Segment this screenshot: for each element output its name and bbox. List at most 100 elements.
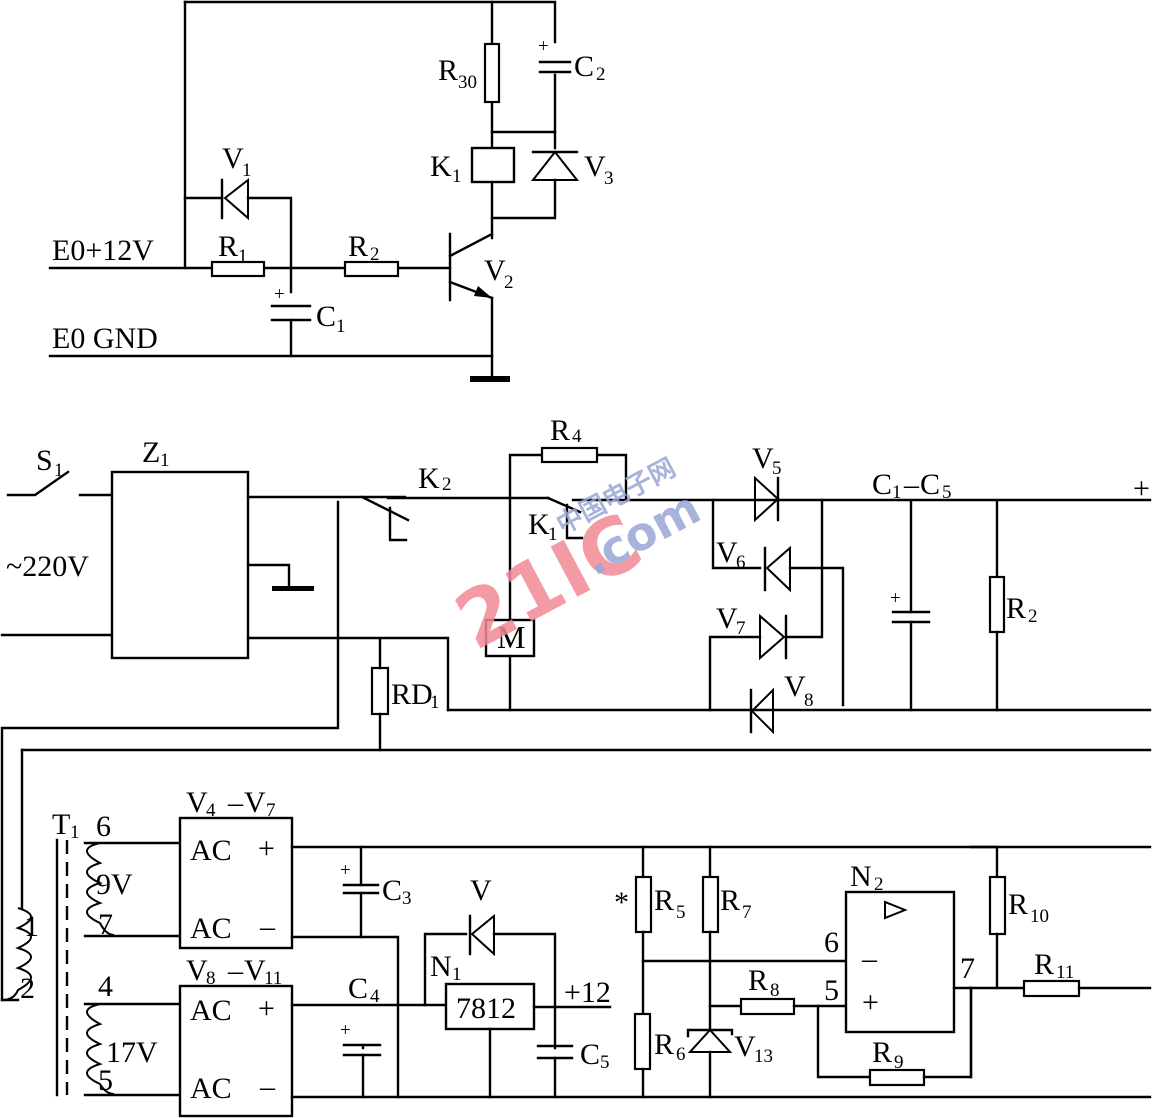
svg-text:1: 1 bbox=[242, 160, 252, 181]
resistor-r30 bbox=[483, 42, 501, 104]
svg-text:7: 7 bbox=[742, 902, 752, 923]
capacitor-c4: + bbox=[340, 1020, 382, 1099]
svg-text:V: V bbox=[186, 786, 208, 819]
label-v1: V1 bbox=[222, 142, 252, 181]
svg-text:T: T bbox=[52, 808, 70, 841]
zener-v13 bbox=[686, 1028, 734, 1053]
svg-text:+: + bbox=[890, 588, 901, 609]
label-v7: V7 bbox=[716, 602, 746, 639]
diode-v5 bbox=[754, 475, 780, 523]
label-pin-4: 4 bbox=[98, 970, 113, 1003]
svg-text:1: 1 bbox=[892, 482, 902, 503]
resistor-r2 bbox=[343, 260, 400, 278]
label-ground: E0 GND bbox=[52, 322, 158, 355]
svg-text:8: 8 bbox=[770, 980, 780, 1001]
svg-text:V: V bbox=[244, 954, 266, 987]
svg-text:4: 4 bbox=[370, 986, 380, 1007]
ground-symbol bbox=[470, 376, 510, 382]
label-v: V bbox=[470, 874, 492, 907]
svg-text:3: 3 bbox=[402, 888, 412, 909]
svg-text:8: 8 bbox=[804, 690, 814, 711]
wire bbox=[711, 498, 762, 570]
wire bbox=[595, 453, 628, 502]
svg-text:C: C bbox=[574, 50, 594, 83]
opamp-noninv-sign: + bbox=[862, 986, 879, 1019]
resistor-r10 bbox=[988, 875, 1007, 936]
label-v6: V6 bbox=[716, 536, 746, 573]
bridge2-ac-bottom: AC bbox=[190, 1072, 232, 1105]
svg-text:4: 4 bbox=[206, 800, 216, 821]
svg-text:1: 1 bbox=[452, 964, 462, 985]
label-r5-mark: * bbox=[614, 886, 629, 919]
label-v13: V13 bbox=[734, 1030, 773, 1067]
wire bbox=[788, 566, 845, 707]
diode-v8 bbox=[749, 687, 774, 735]
svg-text:R: R bbox=[1008, 888, 1028, 921]
svg-text:+: + bbox=[340, 1020, 351, 1041]
svg-text:2: 2 bbox=[596, 64, 606, 85]
capacitor-c1: + bbox=[270, 284, 312, 322]
svg-text:C: C bbox=[920, 468, 940, 501]
fuse-rd1 bbox=[370, 666, 390, 716]
label-output-plus: + bbox=[1133, 472, 1150, 505]
label-v8: V8 bbox=[784, 670, 814, 711]
diode-v1 bbox=[220, 177, 249, 221]
wire bbox=[490, 178, 557, 220]
wire bbox=[708, 635, 762, 712]
svg-text:1: 1 bbox=[336, 316, 346, 337]
svg-text:V: V bbox=[716, 536, 738, 569]
svg-text:1: 1 bbox=[54, 460, 64, 481]
wire bbox=[816, 1004, 872, 1079]
resistor-r7 bbox=[701, 875, 720, 934]
svg-text:1: 1 bbox=[548, 524, 558, 545]
label-mains-input: ~220V bbox=[6, 550, 89, 583]
diode-v bbox=[468, 913, 495, 957]
svg-text:–: – bbox=[227, 786, 244, 819]
svg-text:3: 3 bbox=[604, 168, 614, 189]
capacitor-bank: + bbox=[890, 500, 931, 712]
svg-text:8: 8 bbox=[206, 968, 216, 989]
bridge2-plus: + bbox=[258, 992, 275, 1025]
label-capacitor-bank: C 1 – C 5 bbox=[872, 468, 952, 503]
label-v5: V5 bbox=[752, 442, 782, 479]
svg-text:V: V bbox=[222, 142, 244, 175]
wire bbox=[246, 636, 450, 712]
bridge1-plus: + bbox=[258, 832, 275, 865]
wire bbox=[246, 196, 293, 294]
svg-text:K: K bbox=[430, 150, 452, 183]
svg-text:2: 2 bbox=[370, 244, 380, 265]
svg-text:2: 2 bbox=[504, 272, 514, 293]
svg-text:10: 10 bbox=[1030, 906, 1049, 927]
diode-v6 bbox=[763, 545, 791, 593]
relay-contact-k2 bbox=[360, 495, 410, 542]
svg-text:C: C bbox=[382, 874, 402, 907]
svg-text:2: 2 bbox=[1028, 606, 1038, 627]
bridge1-ac-bottom: AC bbox=[190, 912, 232, 945]
svg-text:+: + bbox=[340, 860, 351, 881]
svg-text:C: C bbox=[348, 972, 368, 1005]
svg-text:4: 4 bbox=[572, 426, 582, 447]
svg-text:S: S bbox=[36, 444, 53, 477]
svg-text:1: 1 bbox=[452, 166, 462, 187]
svg-text:R: R bbox=[1034, 948, 1054, 981]
svg-text:9: 9 bbox=[894, 1052, 904, 1073]
diode-v3 bbox=[530, 150, 580, 181]
wire bbox=[246, 563, 291, 589]
